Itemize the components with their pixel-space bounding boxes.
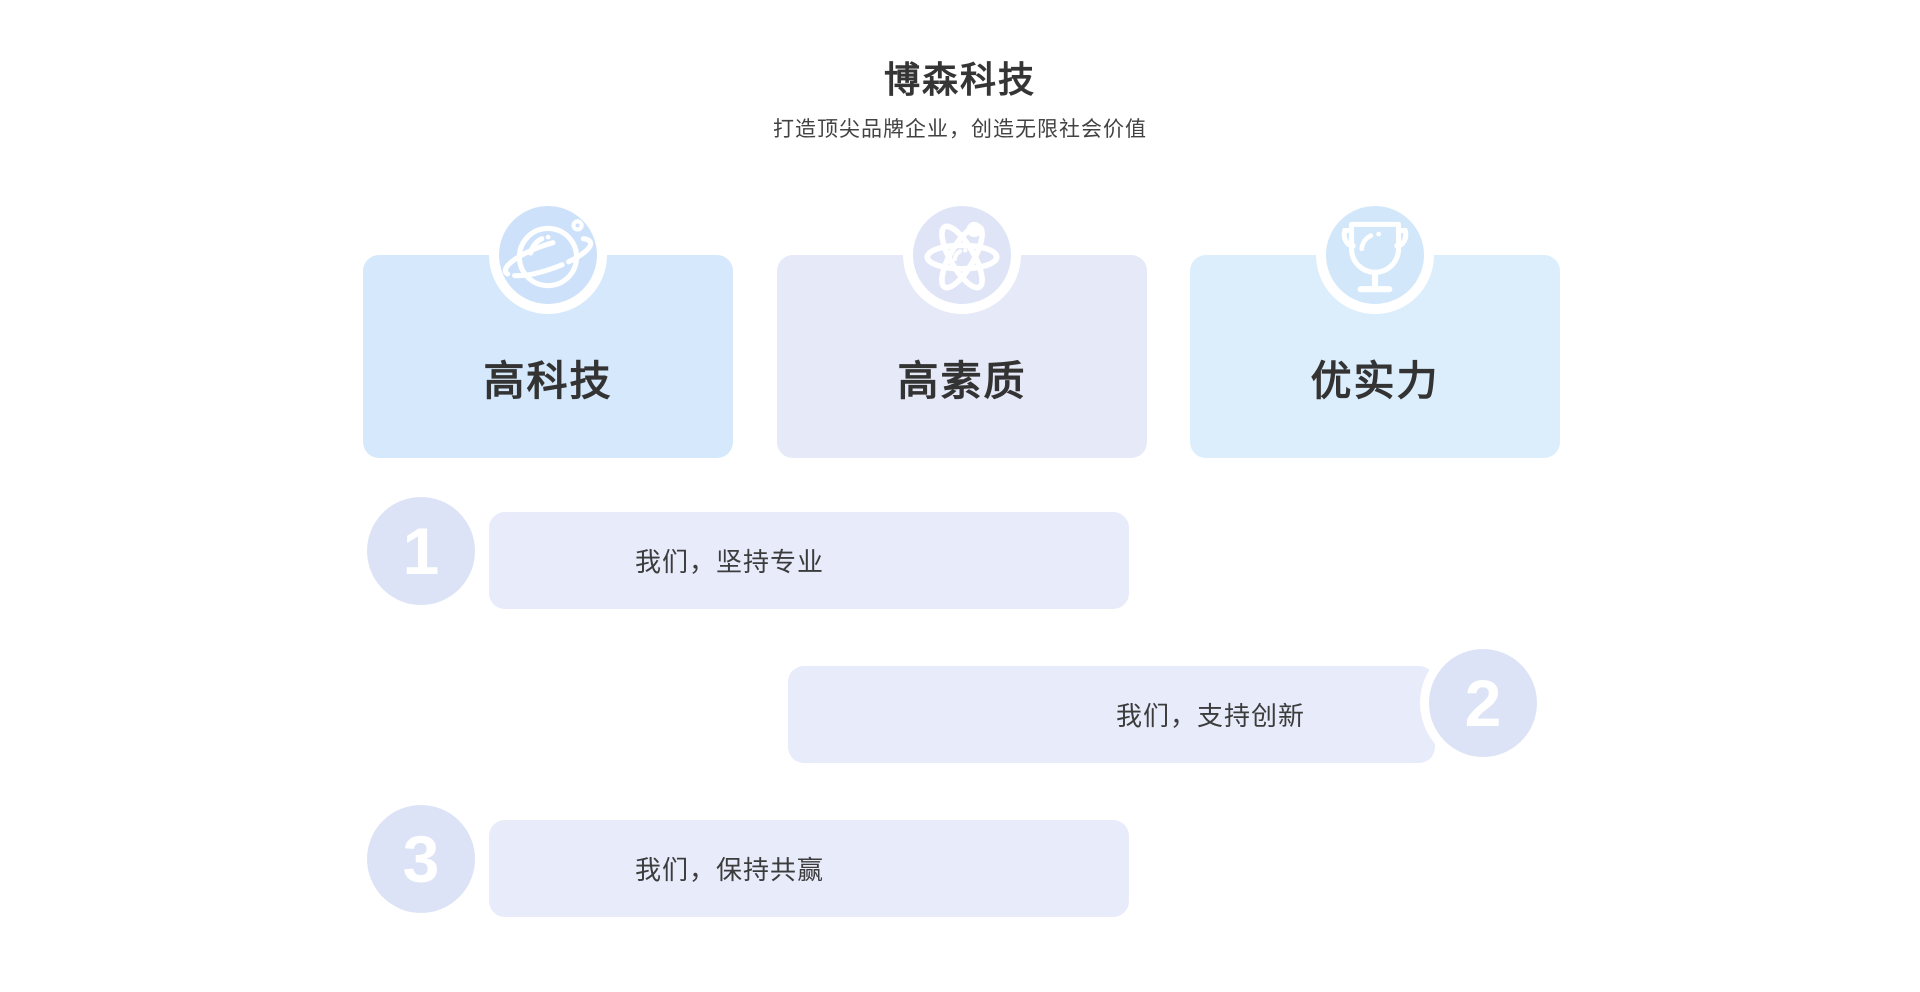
feature-label-quality: 高素质: [897, 358, 1027, 404]
step-text-1: 我们，坚持专业: [635, 547, 825, 577]
step-number-1: 1: [402, 514, 440, 588]
feature-card-quality: 高素质: [777, 196, 1147, 458]
planet-icon: [502, 219, 594, 289]
step-text-2: 我们，支持创新: [1115, 701, 1305, 731]
page-subtitle: 打造顶尖品牌企业，创造无限社会价值: [773, 118, 1147, 141]
feature-label-tech: 高科技: [483, 358, 613, 404]
step-bar-2: 我们，支持创新: [788, 666, 1435, 763]
step-number-circle-3: 3: [358, 796, 484, 922]
page-title: 博森科技: [883, 59, 1036, 100]
atom-icon: [924, 221, 1000, 291]
atom-icon-circle: [903, 196, 1021, 314]
step-text-3: 我们，保持共赢: [635, 855, 825, 885]
feature-label-strength: 优实力: [1310, 358, 1440, 404]
step-bar-1: 我们，坚持专业: [489, 512, 1129, 609]
step-number-3: 3: [402, 822, 440, 896]
step-number-2: 2: [1464, 666, 1502, 740]
trophy-icon-circle: [1316, 196, 1434, 314]
feature-card-strength: 优实力: [1190, 196, 1560, 458]
planet-icon-circle: [489, 196, 607, 314]
trophy-icon: [1341, 221, 1409, 293]
step-number-circle-2: 2: [1420, 640, 1546, 766]
step-bar-3: 我们，保持共赢: [489, 820, 1129, 917]
step-number-circle-1: 1: [358, 488, 484, 614]
feature-card-tech: 高科技: [363, 196, 733, 458]
